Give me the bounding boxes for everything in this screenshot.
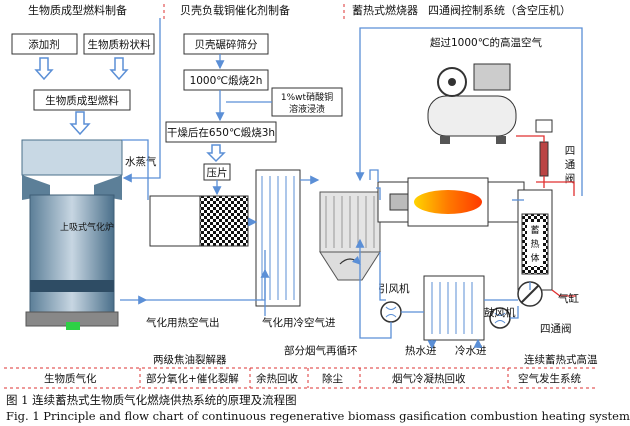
caption-cn: 图 1 连续蓄热式生物质气化燃烧供热系统的原理及流程图 [6, 393, 297, 407]
induced-fan-icon [380, 301, 402, 323]
down-arrow-icon [34, 57, 129, 136]
cu-nitrate-label-2: 溶液浸渍 [289, 103, 325, 115]
hot-air-label: 超过1000℃的高温空气 [430, 36, 543, 49]
gas-hot-air-out-label: 气化用热空气出 [146, 316, 220, 329]
blower-icon [489, 307, 511, 329]
updraft-gasifier-label: 上吸式气化炉 [60, 221, 114, 233]
cylinder-label: 气缸 [558, 292, 579, 305]
cold-water-in-label: 冷水进 [455, 344, 487, 357]
svg-text:四: 四 [565, 145, 576, 157]
updraft-gasifier [21, 139, 123, 330]
stage-waste-heat: 余热回收 [256, 372, 298, 385]
partial-oxidation-chamber [149, 195, 201, 247]
stage-biomass-gasification: 生物质气化 [44, 372, 97, 385]
svg-text:通: 通 [565, 159, 576, 171]
steam-label: 水蒸气 [125, 155, 157, 168]
section-biomass-fuel-prep: 生物质成型燃料制备 [28, 3, 127, 17]
gas-hot-air-line [146, 250, 266, 301]
flame-icon [414, 190, 482, 214]
biomass-powder-box [83, 33, 155, 55]
shell-crush-label: 贝壳碾碎筛分 [195, 38, 258, 51]
calcine-1000-label: 1000℃煅烧2h [190, 74, 263, 87]
two-stage-cracker-label: 两级焦油裂解器 [153, 353, 227, 366]
flow-diagram: 生物质成型燃料制备 贝壳负载铜催化剂制备 蓄热式燃烧器 四通阀控制系统（含空压机… [4, 3, 598, 389]
stage-hot-air-gen-1: 连续蓄热式高温 [524, 353, 598, 366]
hot-air-line [355, 27, 583, 196]
catalyst-bed [199, 195, 249, 247]
four-way-valve-icon [517, 281, 543, 307]
section-catalyst-prep: 贝壳负载铜催化剂制备 [180, 3, 290, 17]
gas-cold-air-in-label: 气化用冷空气进 [262, 316, 336, 329]
svg-text:阀: 阀 [565, 172, 576, 185]
stage-hot-air-gen-2: 空气发生系统 [518, 372, 581, 385]
dry-calcine-label: 干燥后在650℃煅烧3h [167, 126, 275, 139]
biomass-pellet-label: 生物质成型燃料 [45, 94, 119, 107]
dust-collector [319, 191, 381, 281]
solenoid-valve [539, 141, 549, 177]
flue-condenser [423, 275, 485, 341]
four-way-valve-label-v: 四 通 阀 [565, 145, 576, 185]
svg-text:热: 热 [530, 238, 539, 250]
additive-label: 添加剂 [28, 38, 60, 51]
section-regen-burner: 蓄热式燃烧器 [352, 3, 418, 17]
section-four-way-valve-ctrl: 四通阀控制系统（含空压机） [428, 3, 571, 17]
induced-fan-label: 引风机 [378, 282, 410, 295]
regenerator [517, 189, 553, 291]
calcine-1000-box [183, 69, 269, 91]
shell-crush-box [183, 33, 269, 55]
biomass-powder-label: 生物质粉状料 [88, 38, 151, 51]
flue-recycle-label: 部分烟气再循环 [284, 344, 358, 357]
regenerator-label-v: 蓄 热 体 [530, 224, 539, 264]
dry-calcine-box [165, 121, 277, 143]
additive-box [11, 33, 78, 55]
cu-nitrate-box [271, 87, 343, 117]
control-gauge [535, 119, 553, 133]
svg-text:体: 体 [530, 252, 539, 264]
tablet-label: 压片 [207, 166, 228, 179]
regen-burner [377, 177, 525, 227]
biomass-pellet-box [33, 89, 131, 111]
caption-en: Fig. 1 Principle and flow chart of conti… [6, 409, 630, 423]
stage-flue-cooling: 烟气冷凝热回收 [392, 372, 466, 385]
stage-cracking: 部分氧化+催化裂解 [146, 372, 239, 385]
stage-dust-removal: 除尘 [322, 372, 343, 385]
cu-nitrate-label-1: 1%wt硝酸铜 [281, 91, 333, 103]
svg-text:蓄: 蓄 [530, 224, 539, 236]
four-way-valve-label: 四通阀 [540, 322, 572, 335]
blower-label: 鼓风机 [484, 306, 516, 319]
air-compressor-icon [427, 63, 517, 144]
waste-heat-exchanger [255, 169, 301, 307]
